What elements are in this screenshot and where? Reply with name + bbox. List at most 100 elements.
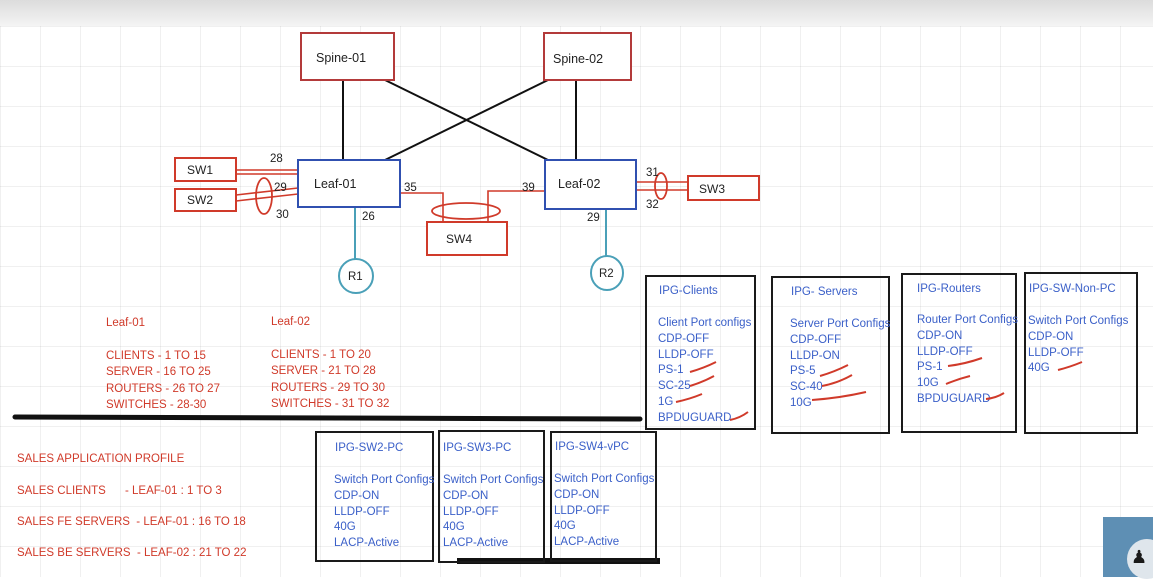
vpc-sw4 xyxy=(431,202,501,220)
sales-clients-line: SALES CLIENTS - LEAF-01 : 1 TO 3 xyxy=(17,485,222,497)
ipg-sw2-pc-title: IPG-SW2-PC xyxy=(335,442,404,454)
spine-01-box xyxy=(300,32,395,81)
check-mark xyxy=(985,392,1005,400)
port-26-label: 26 xyxy=(362,211,375,223)
ipg-sw3-pc-item: LLDP-OFF xyxy=(443,505,499,518)
leaf-01-label: Leaf-01 xyxy=(314,177,357,191)
person-icon: ♟ xyxy=(1131,547,1148,567)
ipg-routers-item: 10G xyxy=(917,377,939,390)
ipg-servers-item: LLDP-ON xyxy=(790,349,840,362)
ipg-sw4-vpc-title: IPG-SW4-vPC xyxy=(555,441,630,453)
ipg-servers-box: IPG- Servers Server Port Configs CDP-OFF… xyxy=(771,276,890,434)
leaf01-range-line: ROUTERS - 26 TO 27 xyxy=(106,382,220,395)
ipg-clients-item: BPDUGUARD xyxy=(658,411,732,424)
ipg-clients-item: LLDP-OFF xyxy=(658,348,714,361)
ipg-routers-item: BPDUGUARD xyxy=(917,392,991,405)
leaf01-range-line: CLIENTS - 1 TO 15 xyxy=(106,349,206,362)
ipg-clients-box: IPG-Clients Client Port configs CDP-OFF … xyxy=(645,275,756,430)
ipg-sw2-pc-item: LLDP-OFF xyxy=(334,505,390,518)
leaf02-range-line: ROUTERS - 29 TO 30 xyxy=(271,381,385,394)
leaf01-range-line: SERVER - 16 TO 25 xyxy=(106,366,211,378)
sw3-box xyxy=(687,175,760,201)
ipg-sw3-pc-title: IPG-SW3-PC xyxy=(443,442,512,454)
ipg-sw-non-pc-item: LLDP-OFF xyxy=(1028,346,1084,359)
sw2-label: SW2 xyxy=(187,193,214,207)
sw1-label: SW1 xyxy=(187,163,214,177)
ipg-clients-title: IPG-Clients xyxy=(659,285,718,297)
ipg-sw2-pc-item: LACP-Active xyxy=(334,537,400,550)
leaf-02-box xyxy=(544,159,637,210)
ipg-sw4-vpc-item: LLDP-OFF xyxy=(554,504,610,517)
sw4-label: SW4 xyxy=(446,232,473,246)
check-mark xyxy=(675,393,703,403)
ipg-sw2-pc-item: Switch Port Configs xyxy=(334,474,435,486)
ipg-sw-non-pc-item: 40G xyxy=(1028,362,1050,375)
ipg-sw3-pc-item: 40G xyxy=(443,521,465,534)
ipg-sw-non-pc-item: Switch Port Configs xyxy=(1028,315,1129,327)
ipg-sw-non-pc-box: IPG-SW-Non-PC Switch Port Configs CDP-ON… xyxy=(1024,272,1138,434)
ipg-sw4-vpc-item: LACP-Active xyxy=(554,536,620,549)
leaf01-range-line: SWITCHES - 28-30 xyxy=(106,399,207,411)
ipg-servers-items: Server Port Configs CDP-OFF LLDP-ON PS-5… xyxy=(790,317,890,412)
port-30-label: 30 xyxy=(276,209,289,221)
r1-circle xyxy=(338,258,374,294)
ipg-sw2-pc-items: Switch Port Configs CDP-ON LLDP-OFF 40G … xyxy=(334,473,434,552)
ipg-clients-item: CDP-OFF xyxy=(658,332,710,345)
leaf02-ranges: Leaf-02 CLIENTS - 1 TO 20 SERVER - 21 TO… xyxy=(271,314,389,413)
presenter-avatar xyxy=(1127,539,1153,579)
ipg-routers-item: PS-1 xyxy=(917,361,943,374)
ipg-sw4-vpc-items: Switch Port Configs CDP-ON LLDP-OFF 40G … xyxy=(554,472,654,551)
ipg-routers-item: CDP-ON xyxy=(917,329,963,342)
ipg-servers-item: 10G xyxy=(790,396,812,409)
sales-fe-servers-line: SALES FE SERVERS - LEAF-01 : 16 TO 18 xyxy=(17,516,246,528)
ipg-clients-item: Client Port configs xyxy=(658,317,752,329)
ipg-sw2-pc-item: 40G xyxy=(334,521,356,534)
ipg-sw3-pc-item: CDP-ON xyxy=(443,489,489,502)
ipg-clients-item: 1G xyxy=(658,395,674,408)
portchannel-sw2 xyxy=(255,177,273,215)
ipg-clients-item: PS-1 xyxy=(658,364,684,377)
check-mark xyxy=(819,364,849,377)
leaf-02-label: Leaf-02 xyxy=(558,177,601,191)
ipg-routers-item: LLDP-OFF xyxy=(917,345,973,358)
link-leaf2-sw4 xyxy=(487,190,545,222)
ipg-routers-box: IPG-Routers Router Port Configs CDP-ON L… xyxy=(901,273,1018,433)
sw3-label: SW3 xyxy=(699,182,726,196)
ipg-sw4-vpc-box: IPG-SW4-vPC Switch Port Configs CDP-ON L… xyxy=(550,431,657,562)
ipg-clients-items: Client Port configs CDP-OFF LLDP-OFF PS-… xyxy=(658,316,751,427)
check-mark xyxy=(947,357,983,367)
ipg-servers-title: IPG- Servers xyxy=(791,286,858,298)
port-31-label: 31 xyxy=(646,167,659,179)
window-top-bar xyxy=(0,0,1153,26)
link-leaf1-sw4 xyxy=(400,192,444,222)
check-mark xyxy=(1057,361,1083,371)
ipg-sw2-pc-item: CDP-ON xyxy=(334,489,380,502)
link-spine2-leaf1 xyxy=(384,79,549,161)
ipg-servers-item: PS-5 xyxy=(790,365,816,378)
ipg-sw4-vpc-item: Switch Port Configs xyxy=(554,473,655,485)
check-mark xyxy=(945,375,971,385)
port-32-label: 32 xyxy=(646,199,659,211)
leaf02-range-line: SERVER - 21 TO 28 xyxy=(271,365,376,377)
sw1-box xyxy=(174,157,237,182)
ipg-sw3-pc-item: LACP-Active xyxy=(443,537,509,550)
ipg-sw3-pc-items: Switch Port Configs CDP-ON LLDP-OFF 40G … xyxy=(443,473,543,552)
ipg-servers-item: Server Port Configs xyxy=(790,318,891,330)
r2-circle xyxy=(590,255,624,291)
ipg-sw4-vpc-item: 40G xyxy=(554,520,576,533)
leaf02-range-line: CLIENTS - 1 TO 20 xyxy=(271,348,371,361)
port-39-label: 39 xyxy=(522,182,535,194)
ipg-routers-item: Router Port Configs xyxy=(917,314,1018,326)
leaf02-range-line: SWITCHES - 31 TO 32 xyxy=(271,398,390,410)
leaf02-ranges-title: Leaf-02 xyxy=(271,316,311,328)
spine-01-label: Spine-01 xyxy=(316,51,367,65)
presenter-thumbnail[interactable]: ♟ xyxy=(1103,517,1153,579)
check-mark xyxy=(811,391,867,401)
leaf01-ranges: Leaf-01 CLIENTS - 1 TO 15 SERVER - 16 TO… xyxy=(106,315,220,414)
r1-label: R1 xyxy=(348,271,363,283)
portchannel-sw3 xyxy=(654,172,668,200)
ipg-clients-item: SC-25 xyxy=(658,380,691,393)
leaf01-ranges-title: Leaf-01 xyxy=(106,317,146,329)
